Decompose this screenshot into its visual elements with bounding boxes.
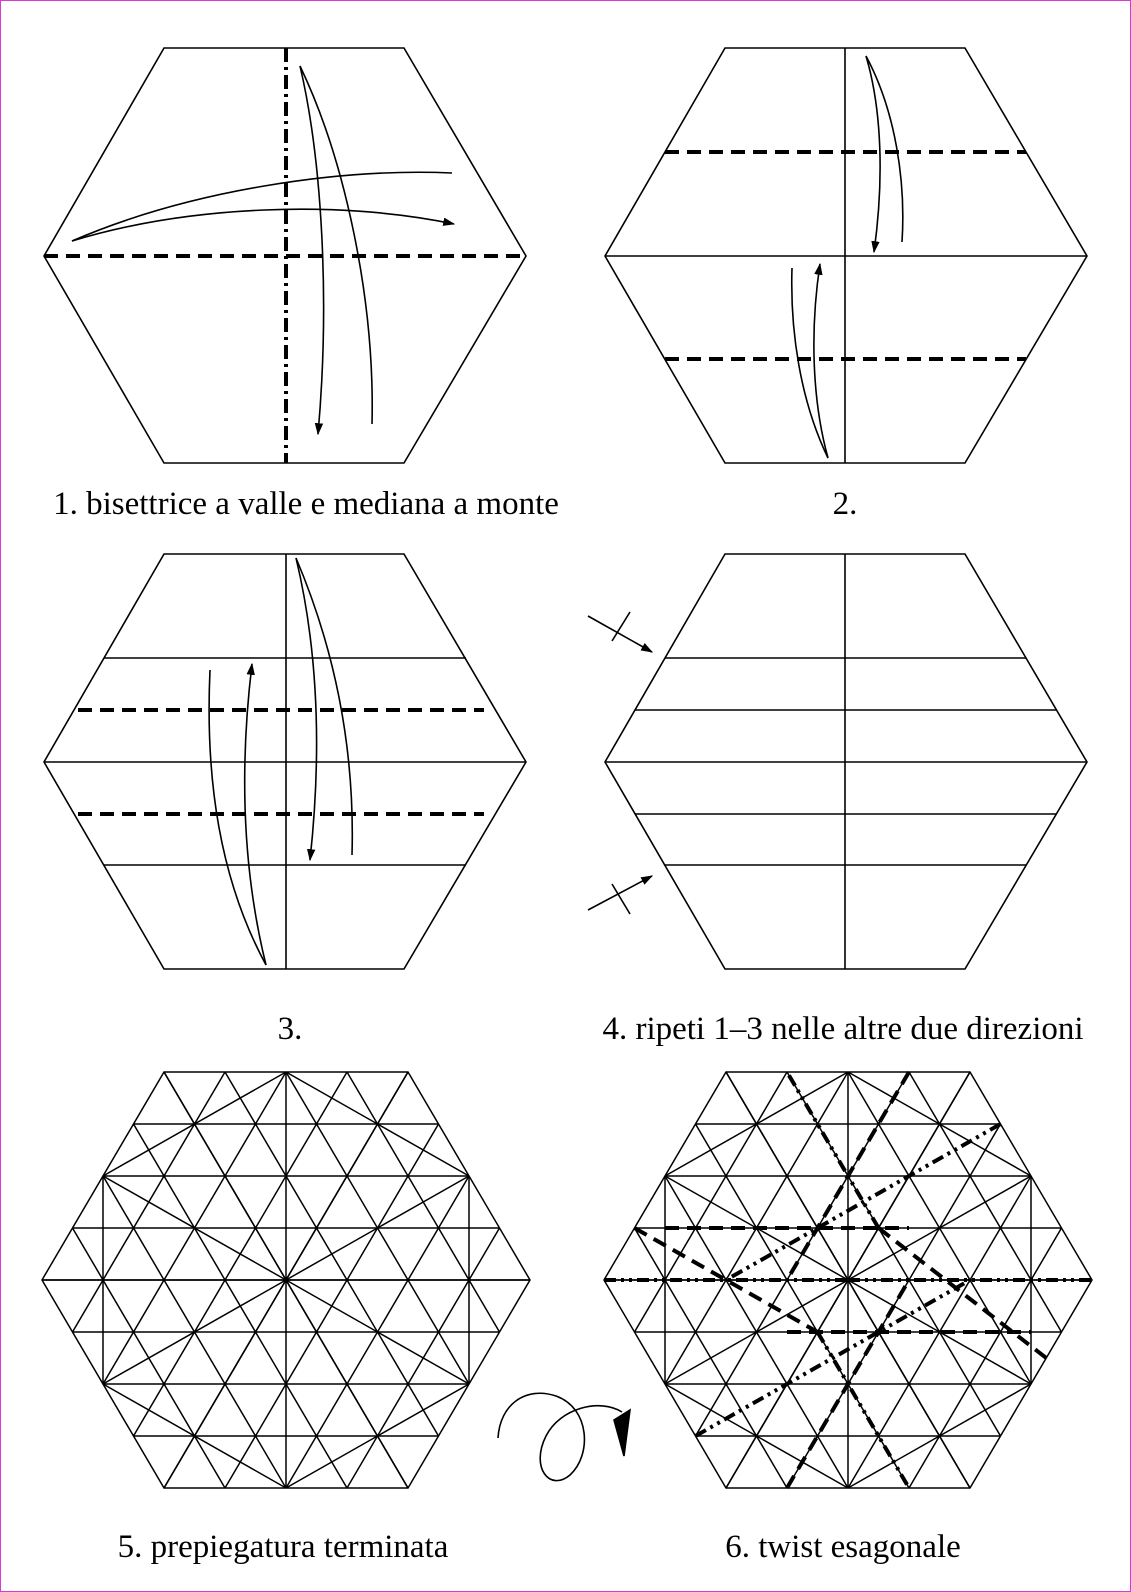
caption-step-6: 6. twist esagonale <box>725 1529 961 1565</box>
crease-radial <box>847 1175 1032 1281</box>
crease-star <box>102 1071 287 1177</box>
mountain-fold-line <box>815 1330 911 1490</box>
step-1-figure <box>43 47 527 464</box>
crease-radial <box>725 1071 849 1281</box>
fold-arrow-down-return <box>295 557 318 862</box>
fold-arrow-up-return <box>243 662 267 966</box>
crease-radial <box>285 1279 409 1489</box>
caption-step-2: 2. <box>832 486 858 522</box>
crease-radial <box>163 1071 287 1281</box>
step-4-figure <box>587 553 1088 970</box>
crease-star <box>102 1383 287 1489</box>
crease-star <box>847 1071 1032 1177</box>
mountain-fold-line <box>785 1070 881 1230</box>
fold-arrow-horizontal-return <box>71 208 456 242</box>
crease-star <box>285 1383 470 1489</box>
repeat-arrow-icon-top <box>587 611 654 653</box>
crease-star <box>664 1071 849 1177</box>
turn-over-icon <box>497 1392 632 1482</box>
mountain-fold-line <box>725 1122 1002 1282</box>
step-6-figure <box>603 1070 1093 1490</box>
fold-arrow-horizontal <box>71 171 453 242</box>
crease-star <box>847 1383 1032 1489</box>
crease-radial <box>102 1279 287 1385</box>
fold-arrow-vertical-return <box>299 65 325 436</box>
caption-step-1: 1. bisettrice a valle e mediana a monte <box>53 486 559 522</box>
repeat-arrow-icon-bottom <box>587 875 654 915</box>
crease-radial <box>847 1279 971 1489</box>
crease-star <box>664 1383 849 1489</box>
caption-step-4: 4. ripeti 1–3 nelle altre due direzioni <box>602 1011 1084 1047</box>
crease-radial <box>847 1279 1032 1385</box>
fold-arrow-vertical <box>299 65 374 425</box>
caption-step-5: 5. prepiegatura terminata <box>117 1529 449 1565</box>
fold-arrow-down <box>865 55 904 243</box>
fold-arrow-down-return <box>865 55 881 254</box>
crease-star <box>285 1071 470 1177</box>
caption-step-3: 3. <box>277 1011 303 1047</box>
crease-radial <box>664 1279 849 1385</box>
fold-arrow-up <box>208 669 267 966</box>
mountain-fold-line <box>694 1278 971 1438</box>
crease-radial <box>285 1071 409 1281</box>
step-3-figure <box>43 553 527 970</box>
step-5-figure <box>41 1071 531 1489</box>
crease-radial <box>285 1279 470 1385</box>
fold-arrow-up <box>790 267 829 459</box>
fold-arrow-up-return <box>813 262 829 459</box>
fold-arrow-down <box>295 557 354 856</box>
valley-fold-line <box>633 1226 819 1334</box>
crease-radial <box>163 1279 287 1489</box>
crease-radial <box>285 1175 470 1281</box>
step-2-figure <box>604 47 1088 464</box>
crease-radial <box>102 1175 287 1281</box>
valley-fold-line <box>877 1226 1048 1360</box>
